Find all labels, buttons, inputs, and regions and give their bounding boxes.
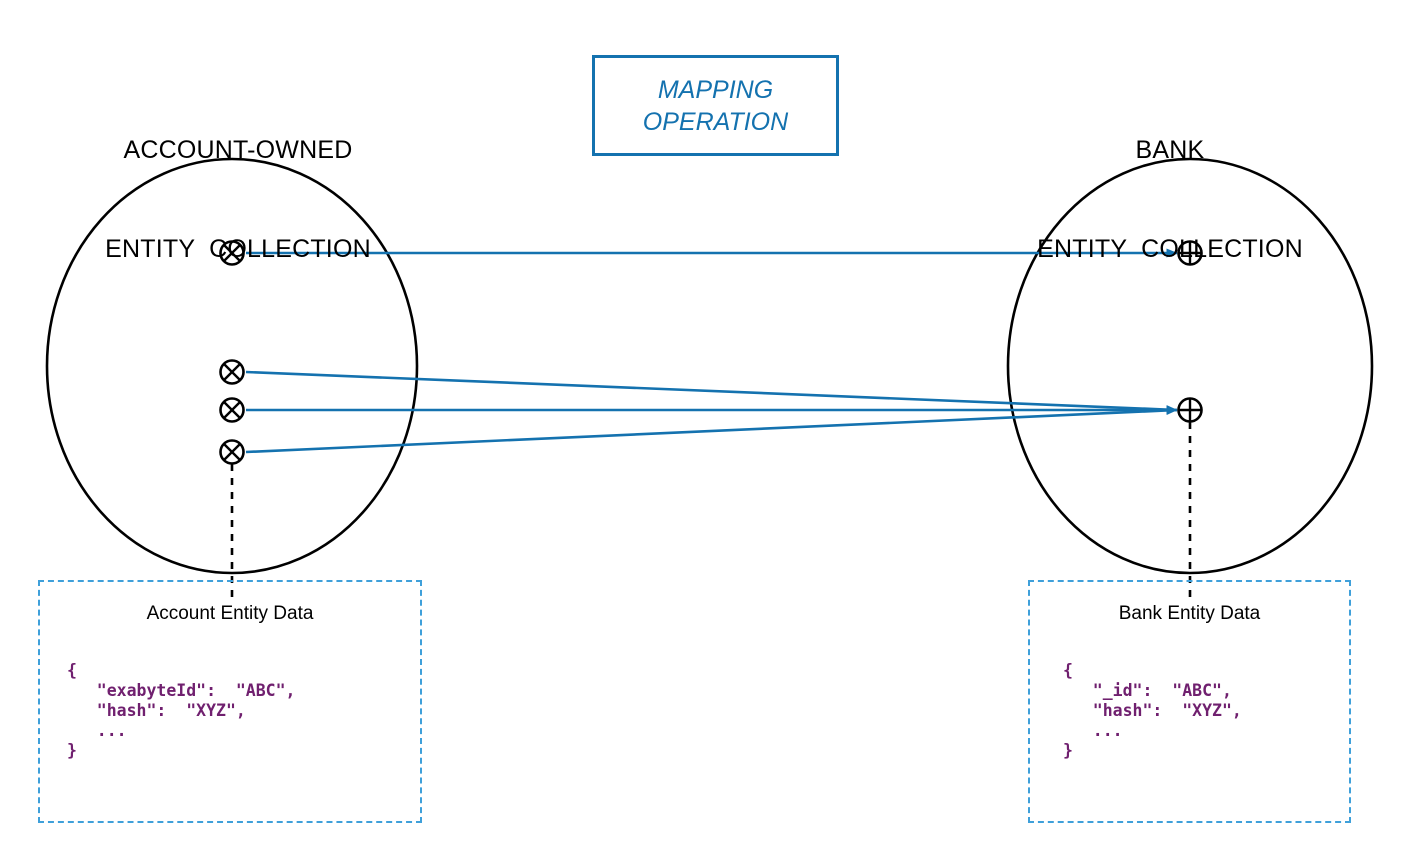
account-entity-data-panel: Account Entity Data { "exabyteId": "ABC"… — [38, 580, 422, 823]
left-node-1[interactable] — [219, 240, 245, 266]
bank-entity-data-panel: Bank Entity Data { "_id": "ABC", "hash":… — [1028, 580, 1351, 823]
account-collection-title-line1: ACCOUNT-OWNED — [123, 136, 353, 164]
mapping-operation-line1: MAPPING — [657, 75, 774, 104]
mapping-arrow-2 — [245, 370, 1178, 415]
left-node-4[interactable] — [219, 439, 245, 465]
mapping-operation-line2: OPERATION — [642, 107, 789, 136]
bank-collection-ellipse — [1006, 157, 1374, 575]
account-collection-title-line2: ENTITY COLLECTION — [105, 235, 371, 263]
account-entity-json-code: { "exabyteId": "ABC", "hash": "XYZ", ...… — [67, 660, 296, 760]
left-node-2[interactable] — [219, 359, 245, 385]
bank-collection-title-line1: BANK — [1135, 136, 1205, 164]
left-node-3[interactable] — [219, 397, 245, 423]
mapping-arrow-4 — [245, 405, 1178, 454]
bank-collection-title: BANK ENTITY COLLECTION — [965, 68, 1375, 332]
right-node-2[interactable] — [1177, 397, 1203, 423]
right-node-1[interactable] — [1177, 240, 1203, 266]
bank-collection-title-line2: ENTITY COLLECTION — [1037, 235, 1303, 263]
account-owned-collection-ellipse — [45, 157, 419, 575]
mapping-operation-box: MAPPING OPERATION — [592, 55, 839, 156]
bank-entity-data-title: Bank Entity Data — [1118, 603, 1261, 624]
account-owned-collection-title: ACCOUNT-OWNED ENTITY COLLECTION — [38, 68, 438, 332]
account-entity-data-title: Account Entity Data — [146, 603, 314, 624]
bank-entity-json-code: { "_id": "ABC", "hash": "XYZ", ... } — [1063, 660, 1242, 760]
